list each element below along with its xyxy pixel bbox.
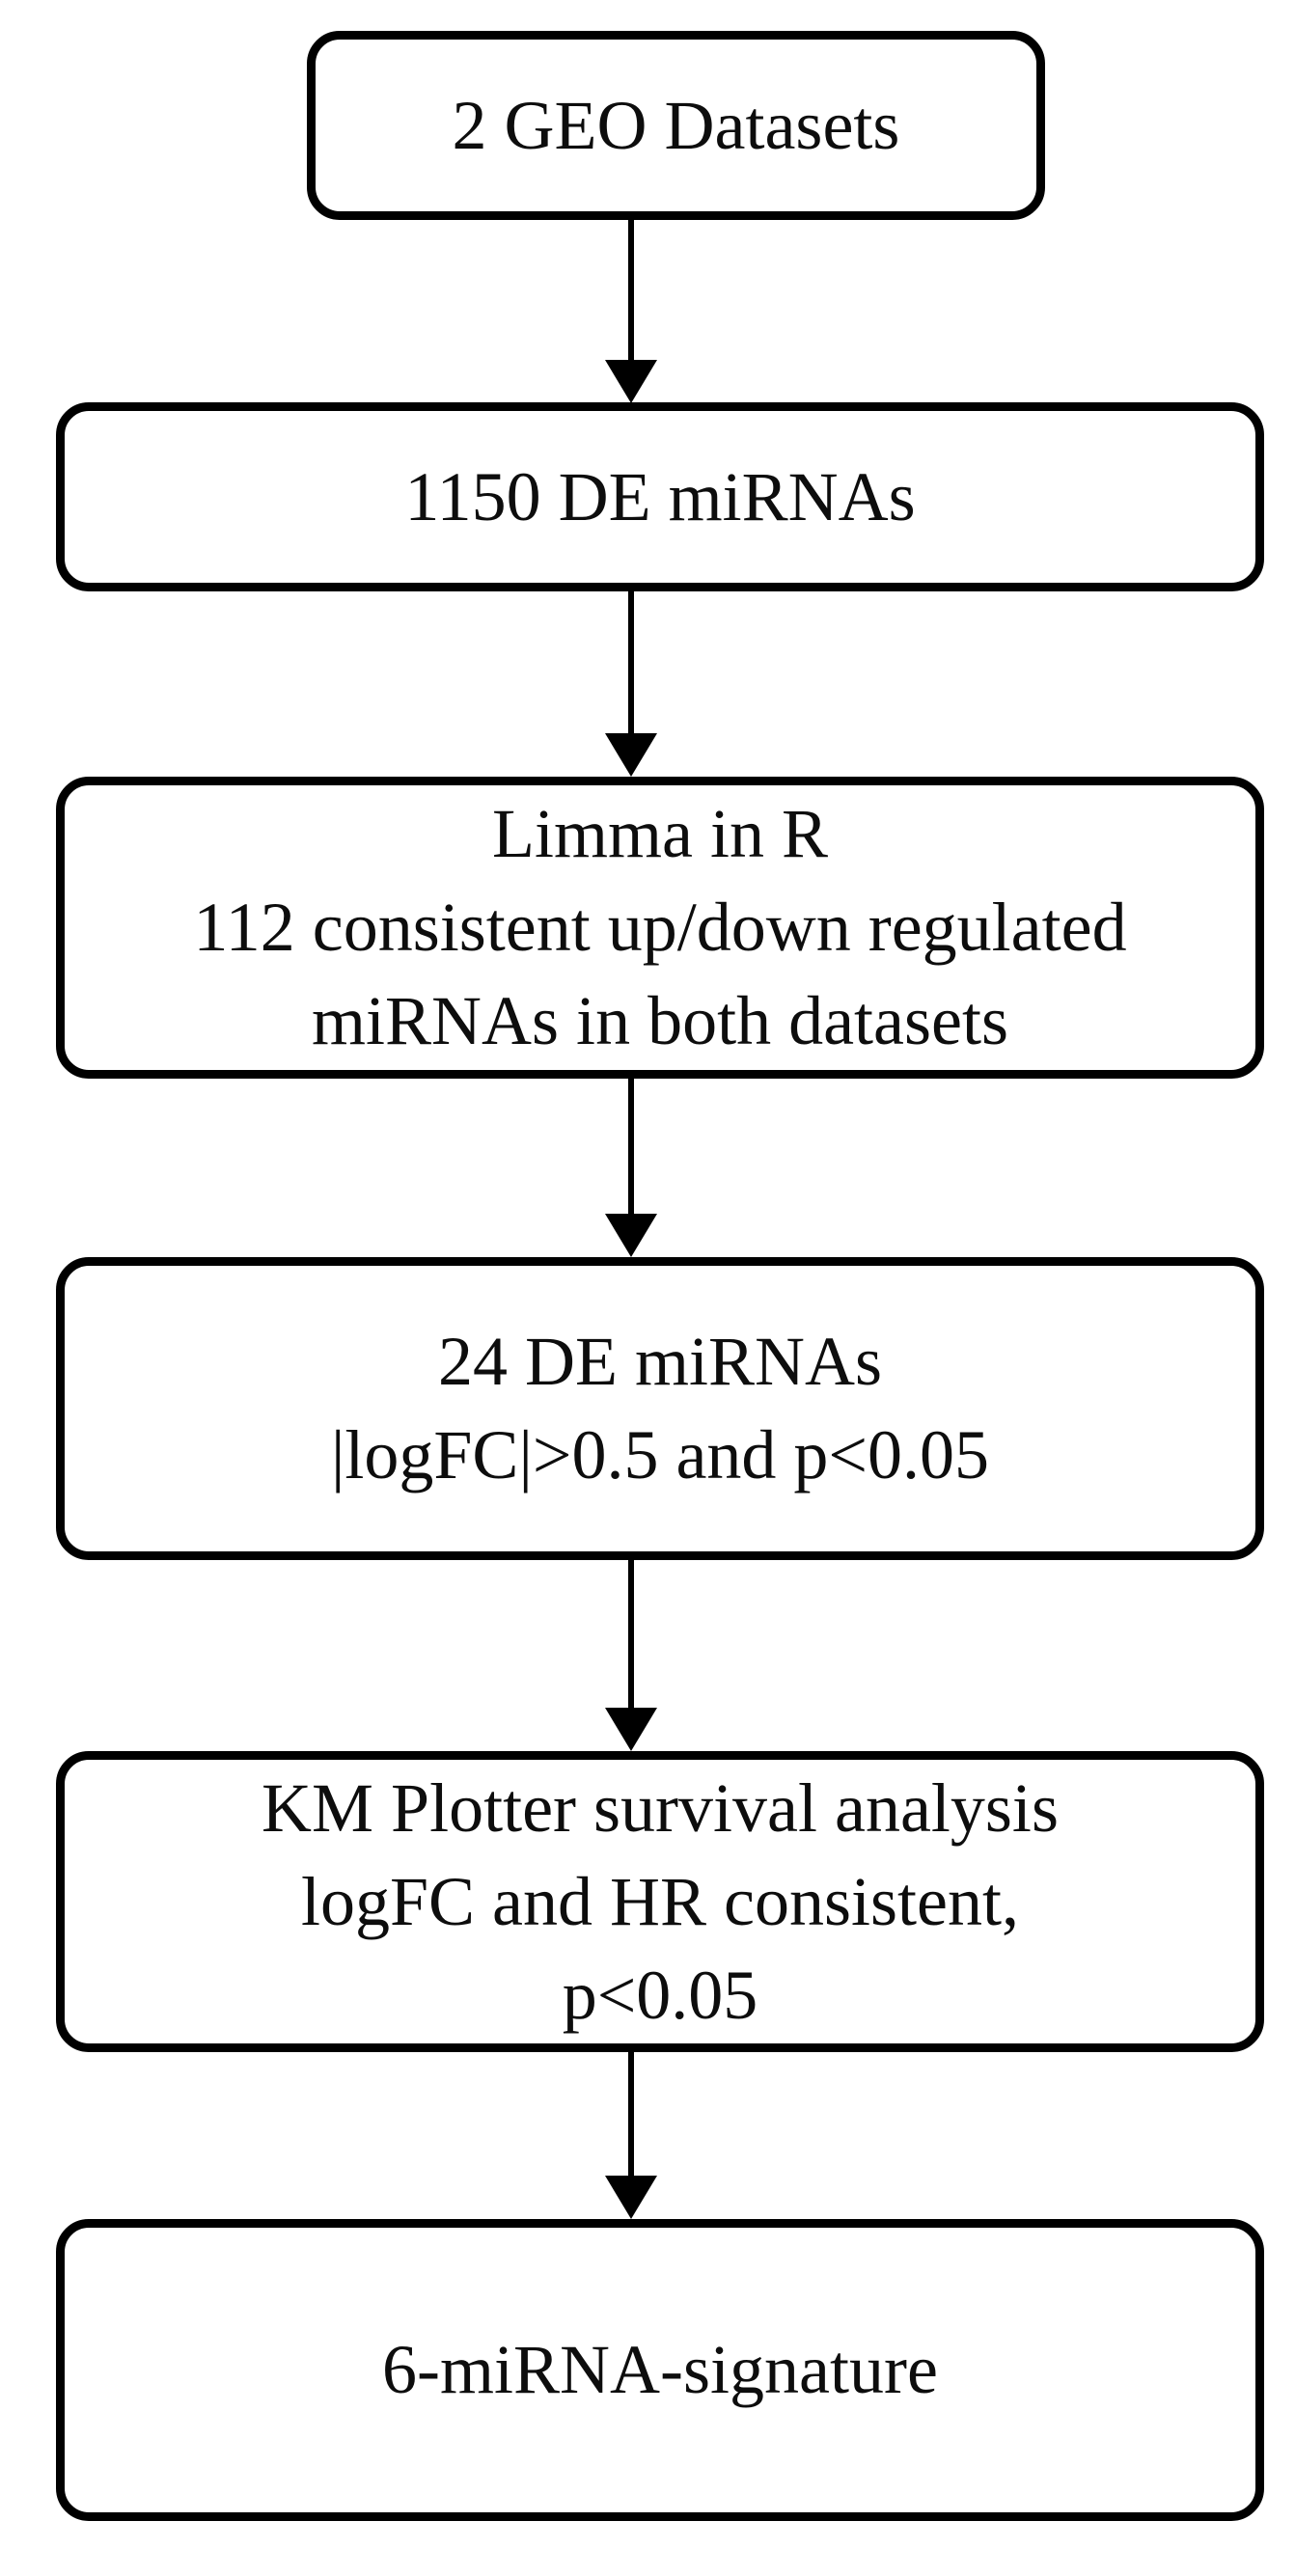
- node-text: 1150 DE miRNAs: [404, 457, 916, 535]
- node-text: 112 consistent up/down regulated: [193, 889, 1127, 966]
- arrow-down-icon: [605, 360, 657, 403]
- node-text: Limma in R: [492, 795, 828, 872]
- flow-node-km-plotter: KM Plotter survival analysis logFC and H…: [56, 1751, 1264, 2052]
- node-text: p<0.05: [562, 1956, 758, 2034]
- flow-node-de-mirnas-24: 24 DE miRNAs |logFC|>0.5 and p<0.05: [56, 1257, 1264, 1560]
- arrow-shaft: [628, 2050, 634, 2176]
- flow-arrow: [605, 1558, 657, 1751]
- flow-arrow: [605, 589, 657, 777]
- flow-arrow: [605, 2050, 657, 2219]
- node-text: 2 GEO Datasets: [452, 86, 900, 164]
- flow-node-limma-analysis: Limma in R 112 consistent up/down regula…: [56, 777, 1264, 1079]
- flow-node-mirna-signature: 6-miRNA-signature: [56, 2219, 1264, 2521]
- node-text: logFC and HR consistent,: [300, 1862, 1019, 1940]
- node-text: 24 DE miRNAs: [437, 1323, 883, 1400]
- arrow-shaft: [628, 589, 634, 733]
- arrow-down-icon: [605, 733, 657, 777]
- node-text: miRNAs in both datasets: [312, 982, 1008, 1059]
- flow-arrow: [605, 216, 657, 403]
- arrow-shaft: [628, 216, 634, 360]
- node-text: |logFC|>0.5 and p<0.05: [330, 1416, 990, 1494]
- arrow-down-icon: [605, 1708, 657, 1751]
- node-text: 6-miRNA-signature: [382, 2331, 938, 2408]
- arrow-shaft: [628, 1558, 634, 1708]
- flow-node-geo-datasets: 2 GEO Datasets: [307, 31, 1045, 220]
- arrow-shaft: [628, 1077, 634, 1214]
- flow-arrow: [605, 1077, 657, 1257]
- arrow-down-icon: [605, 1214, 657, 1257]
- node-text: KM Plotter survival analysis: [262, 1768, 1059, 1847]
- flow-node-de-mirnas-1150: 1150 DE miRNAs: [56, 402, 1264, 591]
- arrow-down-icon: [605, 2176, 657, 2219]
